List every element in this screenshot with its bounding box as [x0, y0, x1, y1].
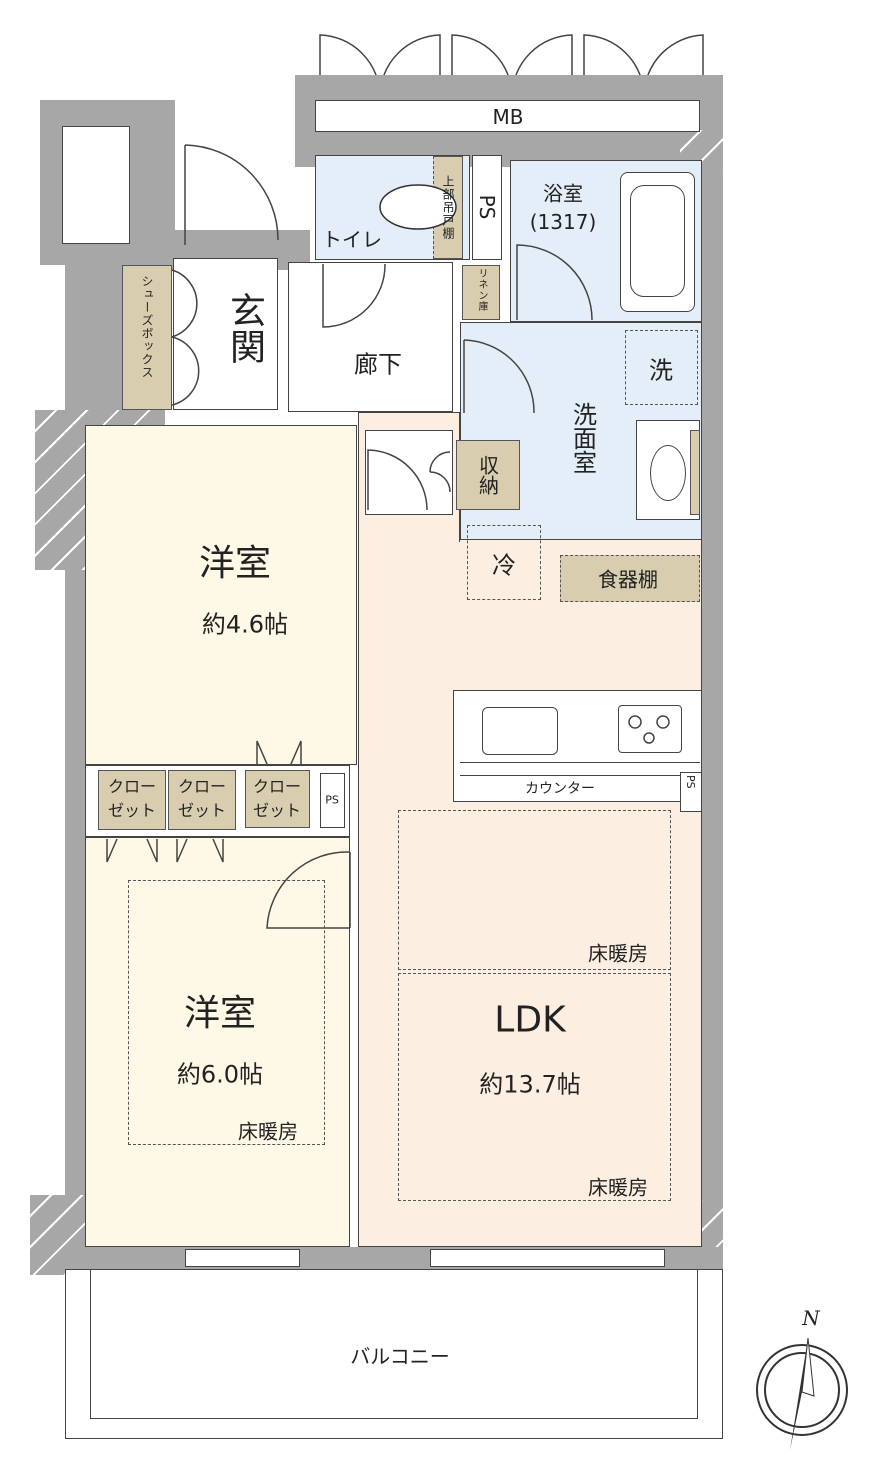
- closet-3-label: クローゼット: [252, 777, 301, 820]
- bathtub-inner: [630, 185, 685, 297]
- ps-top-label: PS: [475, 194, 499, 220]
- bedroom-1-name: 洋室: [198, 543, 272, 584]
- entrance-label: 玄関: [224, 292, 265, 364]
- linen-label: リネン庫: [476, 268, 487, 312]
- closet-2-label: クローゼット: [177, 777, 226, 820]
- bath-door[interactable]: [515, 240, 595, 322]
- shoe-box-label: シューズボックス: [140, 275, 154, 379]
- bedroom-2: [85, 837, 350, 1247]
- cupboard: [560, 555, 700, 602]
- bedroom-2-size: 約6.0帖: [176, 1060, 264, 1089]
- balcony: [65, 1269, 723, 1439]
- floor-heating-ldk-2: [398, 973, 671, 1201]
- washer-label: 洗: [649, 356, 673, 385]
- stove-icon: [618, 705, 682, 753]
- closet-1: [98, 770, 166, 830]
- floor-heating-ldk-1: [398, 810, 671, 970]
- kitchen-counter: [453, 690, 702, 802]
- storage-label: 収納: [475, 455, 500, 495]
- left-top-box: [62, 126, 130, 244]
- fridge-label: 冷: [492, 551, 516, 580]
- compass-icon: [756, 1337, 848, 1450]
- ps-top: [472, 155, 502, 260]
- bedroom-2-door[interactable]: [262, 850, 352, 930]
- mb-label: MB: [492, 105, 524, 129]
- mb-closet: [315, 100, 700, 132]
- washroom-label: 洗面室: [568, 402, 597, 474]
- counter-top: [460, 762, 700, 776]
- ldk-size: 約13.7帖: [479, 1070, 581, 1099]
- ps-closet: [320, 773, 345, 828]
- kitchen-sink-icon: [482, 707, 558, 755]
- storage-closet-area: [365, 430, 453, 515]
- counter-label: カウンター: [525, 781, 595, 797]
- washroom-door[interactable]: [462, 335, 537, 417]
- sink-icon: [650, 445, 686, 501]
- entrance-door[interactable]: [180, 140, 280, 250]
- closet-2: [168, 770, 236, 830]
- bedroom-2-floor-heating: 床暖房: [238, 1119, 298, 1144]
- compass-north-label: N: [802, 1306, 820, 1330]
- floor-heating-bedroom2: [128, 880, 325, 1145]
- cupboard-label: 食器棚: [598, 567, 658, 592]
- ps-closet-label: PS: [325, 793, 339, 807]
- burner-icons: [628, 715, 670, 744]
- vanity-shelf: [690, 430, 700, 515]
- shoe-box-doors[interactable]: [171, 265, 212, 410]
- toilet-icon: [379, 184, 457, 230]
- toilet-label: トイレ: [322, 227, 382, 252]
- bedroom-1: [85, 425, 357, 765]
- wall-right: [700, 75, 723, 1260]
- ps-counter: [680, 772, 702, 812]
- balcony-inner: [90, 1269, 698, 1419]
- bedroom-1-size: 約4.6帖: [201, 610, 289, 639]
- closet-door-bedroom1[interactable]: [255, 738, 303, 766]
- balcony-label: バルコニー: [350, 1344, 450, 1369]
- storage-door[interactable]: [365, 440, 455, 512]
- fridge-space: [467, 525, 541, 600]
- ps-counter-label: PS: [684, 775, 697, 789]
- ldk-floor-heating-2: 床暖房: [588, 1175, 648, 1200]
- linen-closet: [462, 265, 500, 320]
- ldk-room: [358, 538, 702, 1247]
- corridor: [288, 262, 453, 412]
- corridor-label: 廊下: [354, 350, 402, 379]
- bath-label: 浴室: [543, 181, 583, 206]
- closet-3: [245, 770, 310, 828]
- upper-cabinet-label: 上部吊戸棚: [441, 175, 455, 240]
- closet-1-label: クローゼット: [107, 777, 156, 820]
- washer-space: [625, 330, 698, 405]
- shoe-box: [122, 265, 172, 410]
- window-ldk: [430, 1249, 665, 1267]
- storage: [456, 440, 520, 510]
- window-bedroom2: [185, 1249, 300, 1267]
- ldk-floor-heating-1: 床暖房: [588, 941, 648, 966]
- bath-size: (1317): [529, 210, 597, 234]
- closet-doors-bedroom2[interactable]: [105, 837, 225, 865]
- bedroom-2-name: 洋室: [183, 993, 257, 1034]
- toilet-door[interactable]: [320, 262, 390, 332]
- ldk-name: LDK: [494, 999, 566, 1041]
